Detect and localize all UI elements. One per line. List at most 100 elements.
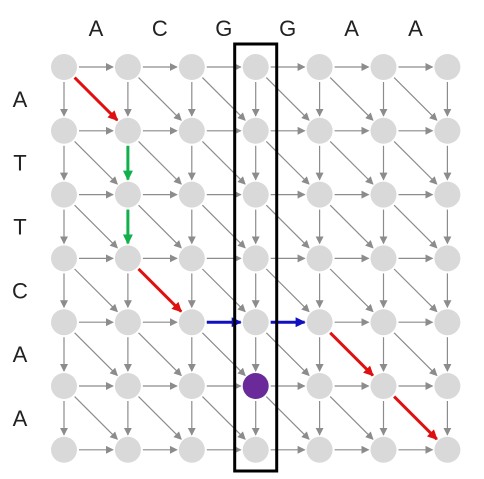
grid-node [242, 54, 269, 80]
grid-node [306, 181, 333, 208]
grid-node [370, 54, 397, 80]
grid-node [178, 245, 205, 272]
diagonal-edge [201, 396, 246, 440]
diagonal-edge [265, 140, 310, 185]
diagonal-edge [265, 268, 310, 313]
grid-node [306, 117, 333, 144]
top-sequence-letter: G [215, 16, 232, 41]
diagonal-edge [265, 396, 310, 440]
top-sequence-letter: G [279, 16, 296, 41]
grid-node [114, 245, 141, 272]
grid-edges [60, 63, 452, 454]
grid-node [51, 373, 77, 399]
grid-node [306, 436, 333, 463]
grid-node [114, 309, 141, 336]
top-sequence-letter: A [408, 16, 423, 41]
highlighted-column-frame [233, 42, 279, 473]
diagonal-edge [138, 140, 182, 185]
grid-node [51, 245, 77, 272]
grid-node [178, 181, 205, 208]
grid-node [370, 181, 397, 208]
diagonal-edge [74, 396, 118, 440]
diagonal-edge [201, 204, 246, 249]
left-sequence-letter: A [13, 87, 28, 112]
grid-node [114, 373, 141, 399]
grid-node [178, 117, 205, 144]
grid-node [114, 436, 141, 463]
diagonal-edge [74, 268, 118, 313]
match-path-arrow [73, 76, 119, 122]
grid-node [51, 436, 77, 463]
left-sequence-letter: C [12, 278, 28, 303]
grid-node [242, 309, 269, 336]
grid-node [178, 436, 205, 463]
diagonal-edge [393, 332, 438, 377]
grid-node [178, 309, 205, 336]
alignment-path [73, 76, 438, 441]
diagonal-edge [201, 140, 246, 185]
grid-node [178, 373, 205, 399]
grid-node [370, 373, 397, 399]
grid-node [51, 181, 77, 208]
left-sequence-letter: A [13, 342, 28, 367]
diagonal-edge [393, 77, 438, 121]
top-sequence-letter: A [344, 16, 359, 41]
diagonal-edge [265, 332, 310, 377]
diagonal-edge [329, 396, 374, 440]
grid-node [51, 54, 77, 80]
grid-node [434, 245, 461, 272]
diagonal-edge [74, 140, 118, 185]
grid-node [434, 436, 461, 463]
diagonal-edge [329, 140, 374, 185]
grid-node [306, 54, 333, 80]
diagonal-edge [138, 396, 182, 440]
grid-node [370, 245, 397, 272]
diagonal-edge [393, 268, 438, 313]
grid-node [434, 117, 461, 144]
grid-node [370, 117, 397, 144]
grid-node [434, 309, 461, 336]
diagonal-edge [201, 268, 246, 313]
grid-node [370, 309, 397, 336]
grid-node [434, 181, 461, 208]
diagonal-edge [329, 77, 374, 121]
diagonal-edge [138, 332, 182, 377]
top-sequence-letter: A [89, 16, 104, 41]
diagonal-edge [265, 204, 310, 249]
grid-node [306, 245, 333, 272]
diagonal-edge [74, 332, 118, 377]
diagonal-edge [201, 77, 246, 121]
left-sequence-letter: T [13, 151, 26, 176]
grid-node [114, 54, 141, 80]
diagonal-edge [393, 204, 438, 249]
grid-node [306, 373, 333, 399]
match-path-arrow [393, 395, 438, 441]
diagonal-edge [265, 77, 310, 121]
grid-node [242, 117, 269, 144]
diagonal-edge [138, 77, 182, 121]
grid-node [434, 54, 461, 80]
grid-node [434, 373, 461, 399]
grid-node [242, 436, 269, 463]
grid-node [370, 436, 397, 463]
grid-nodes [51, 54, 461, 463]
match-path-arrow [329, 331, 374, 377]
grid-node [242, 245, 269, 272]
grid-node [51, 117, 77, 144]
grid-node [51, 309, 77, 336]
left-sequence: A T T C A A [12, 87, 28, 431]
top-sequence-letter: C [152, 16, 168, 41]
match-path-arrow [137, 267, 183, 313]
highlighted-node [242, 373, 269, 399]
diagonal-edge [138, 204, 182, 249]
diagonal-edge [74, 204, 118, 249]
grid-node [306, 309, 333, 336]
grid-node [114, 117, 141, 144]
left-sequence-letter: T [13, 215, 26, 240]
grid-node [178, 54, 205, 80]
diagonal-edge [393, 140, 438, 185]
left-sequence-letter: A [13, 406, 28, 431]
grid-node [114, 181, 141, 208]
